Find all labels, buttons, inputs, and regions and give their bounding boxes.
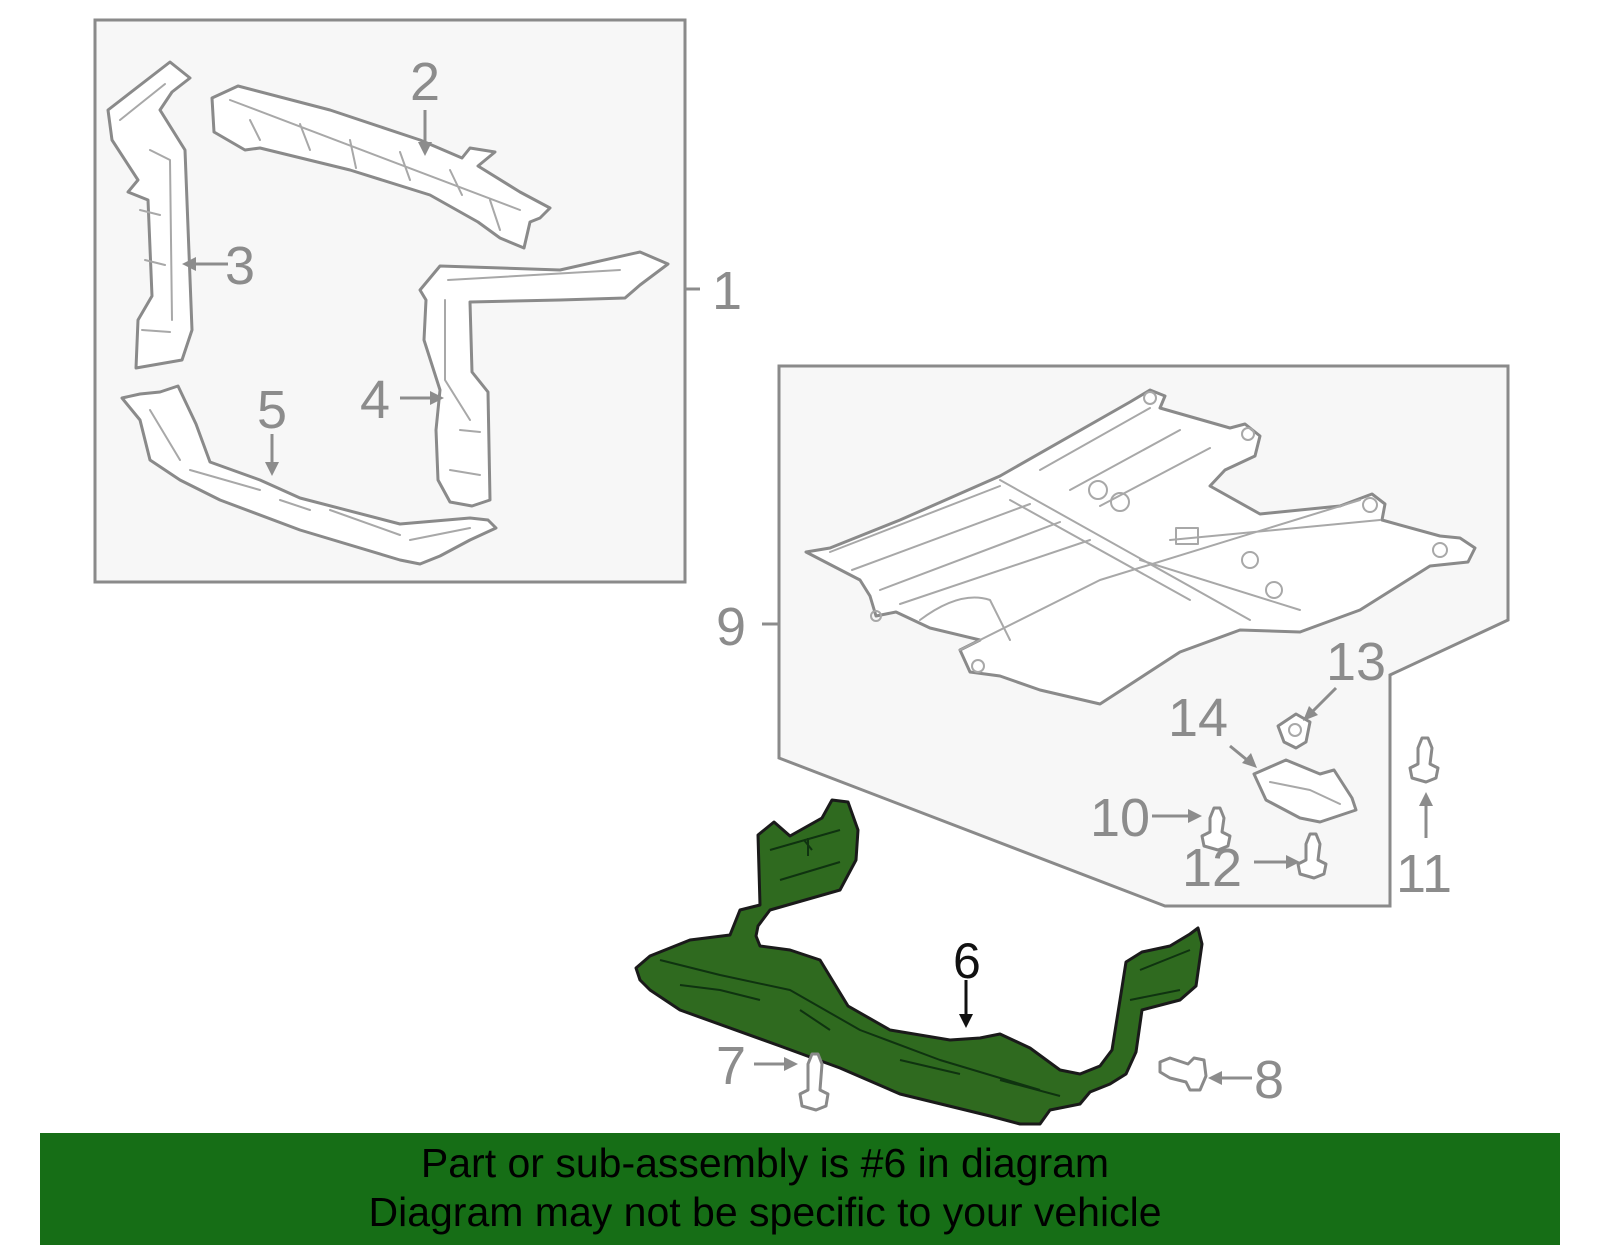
part-11-clip: [1408, 736, 1440, 784]
banner-line-1: Part or sub-assembly is #6 in diagram: [420, 1140, 1110, 1186]
callout-5: 5: [257, 380, 287, 440]
arrow-7-head: [784, 1057, 798, 1071]
arrow-13-head: [1303, 706, 1318, 721]
part-9-under-cover: [804, 388, 1477, 706]
callout-1: 1: [712, 261, 742, 321]
banner-line-2: Diagram may not be specific to your vehi…: [368, 1189, 1162, 1235]
part-2-upper-crossmember: [210, 84, 552, 250]
part-6-splash-shield: [634, 798, 1204, 1126]
callout-2: 2: [410, 52, 440, 112]
arrow-6-head: [959, 1014, 973, 1028]
callout-6: 6: [953, 933, 981, 989]
info-banner: Part or sub-assembly is #6 in diagram Di…: [40, 1133, 1560, 1245]
arrow-4-head: [430, 391, 444, 405]
part-10-clip: [1200, 806, 1232, 852]
callout-9: 9: [716, 597, 746, 657]
part-5-lower-crossmember: [120, 384, 498, 566]
part-7-clip: [798, 1052, 830, 1112]
arrow-3-head: [182, 257, 196, 271]
callout-4: 4: [360, 370, 390, 430]
callout-12: 12: [1182, 838, 1242, 898]
part-13-nut: [1276, 712, 1312, 750]
arrow-5-head: [265, 462, 279, 476]
callout-8: 8: [1254, 1050, 1284, 1110]
callout-10: 10: [1090, 788, 1150, 848]
part-12-clip: [1296, 832, 1328, 880]
arrow-12-head: [1286, 855, 1300, 869]
arrow-10-head: [1188, 809, 1202, 823]
arrow-2-head: [418, 142, 432, 156]
part-14-bracket: [1252, 758, 1358, 824]
callout-13: 13: [1326, 632, 1386, 692]
callout-7: 7: [716, 1036, 746, 1096]
callout-3: 3: [225, 236, 255, 296]
callout-11: 11: [1396, 844, 1452, 904]
part-8-clip: [1158, 1056, 1208, 1092]
arrow-14-head: [1242, 753, 1257, 768]
callout-14: 14: [1168, 688, 1228, 748]
part-3-side-support: [106, 60, 194, 370]
arrow-11-head: [1419, 792, 1433, 806]
arrow-8-head: [1208, 1071, 1222, 1085]
